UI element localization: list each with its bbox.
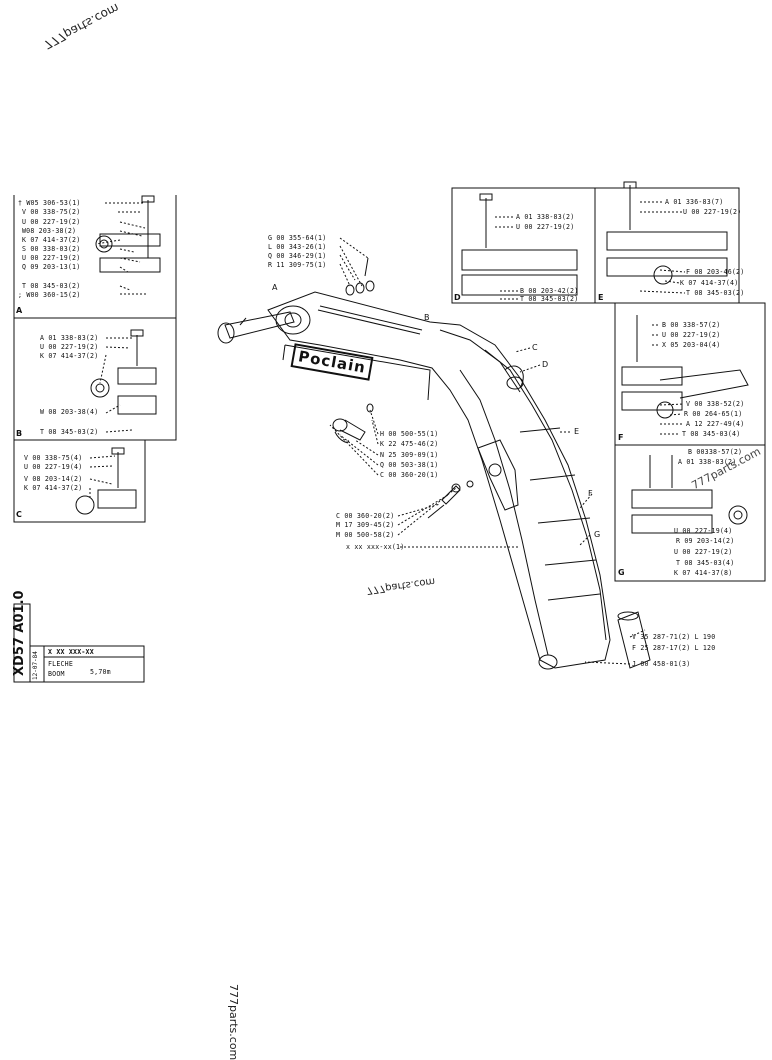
- part-label: U 00 227-19(2): [683, 208, 742, 216]
- boom-drawing: [13, 181, 766, 683]
- part-label: C 00 360-20(2): [336, 512, 395, 520]
- part-label: T 08 345-03(2): [22, 282, 81, 290]
- panel-letter-f: F: [618, 433, 624, 442]
- part-label: Q 09 203-13(1): [22, 263, 81, 271]
- part-label: ; W00 360-15(2): [18, 291, 81, 299]
- boom-callout-e: E: [574, 427, 580, 436]
- part-label: H 00 500-55(1): [380, 430, 439, 438]
- part-label: M 00 500-58(2): [336, 531, 395, 539]
- part-label: V 08 203-14(2): [24, 475, 83, 483]
- part-label: U 00 227-19(2): [674, 548, 733, 556]
- boom-callout-g: G: [594, 530, 601, 539]
- boom-callout-d: D: [542, 360, 549, 369]
- part-label: K 07 414-37(2): [24, 484, 83, 492]
- part-label: K 07 414-37(8): [674, 569, 733, 577]
- part-label: † W05 306-53(1): [18, 199, 81, 207]
- part-label: A 12 227-49(4): [686, 420, 745, 428]
- part-label: M 17 309-45(2): [336, 521, 395, 529]
- panel-letter-a: A: [16, 306, 23, 315]
- part-label: V 00 338-75(2): [22, 208, 81, 216]
- part-label: C 00 360-20(1): [380, 471, 439, 479]
- part-label: N 25 309-09(1): [380, 451, 439, 459]
- part-label: K 22 475-46(2): [380, 440, 439, 448]
- part-label: W 08 203-38(4): [40, 408, 99, 416]
- part-label: R 09 203-14(2): [676, 537, 735, 545]
- panel-letter-d: D: [454, 293, 461, 302]
- drawing-date: 12-07-84: [32, 651, 39, 680]
- part-label: U 00 227-19(4): [674, 527, 733, 535]
- part-label: Q 00 346-29(1): [268, 252, 327, 260]
- part-label: T 08 345-03(2): [686, 289, 745, 297]
- part-label: U 00 227-19(2): [22, 218, 81, 226]
- part-label: V 00 338-75(4): [24, 454, 83, 462]
- part-label: A 01 338-83(2): [40, 334, 99, 342]
- part-label: x xx xxx-xx(1): [346, 543, 405, 551]
- part-label: U 00 227-19(4): [24, 463, 83, 471]
- part-label: K 07 414-37(2): [40, 352, 99, 360]
- part-label: T 08 345-03(4): [682, 430, 741, 438]
- part-label: A 01 338-83(2): [678, 458, 737, 466]
- part-label: F 08 203-46(2): [686, 268, 745, 276]
- drawing-ref: X XX XXX-XX: [48, 648, 94, 656]
- part-label: T 08 345-03(4): [676, 559, 735, 567]
- part-label: T 08 345-03(2): [40, 428, 99, 436]
- part-label: K 07 414-37(4): [680, 279, 739, 287]
- panel-letter-g: G: [618, 568, 625, 577]
- part-label: T 08 345-03(2): [520, 295, 579, 303]
- panel-letter-e: E: [598, 293, 604, 302]
- boom-callout-c: C: [532, 343, 538, 352]
- part-label: U 00 227-19(2): [662, 331, 721, 339]
- part-label: V 00 338-52(2): [686, 400, 745, 408]
- boom-callout-f: F: [588, 489, 593, 498]
- part-label: F 25 287-17(2) L 120: [632, 644, 716, 652]
- part-label: U 00 227-19(2): [40, 343, 99, 351]
- drawing-code: XD57 A01.0: [12, 590, 27, 676]
- drawing-title-en: BOOM: [48, 670, 65, 678]
- part-label: Q 00 503-38(1): [380, 461, 439, 469]
- drawing-title-fr: FLECHE: [48, 660, 74, 668]
- part-label: J 00 458-01(3): [632, 660, 691, 668]
- part-label: S 00 338-03(2): [22, 245, 81, 253]
- part-label: G 00 355-64(1): [268, 234, 327, 242]
- part-label: A 01 338-83(2): [516, 213, 575, 221]
- panel-letter-b: B: [16, 429, 23, 438]
- panel-letter-c: C: [16, 510, 22, 519]
- part-label: X 05 203-04(4): [662, 341, 721, 349]
- part-label: R 00 264-65(1): [684, 410, 743, 418]
- part-label: R 11 309-75(1): [268, 261, 327, 269]
- part-label: B 00 338-57(2): [662, 321, 721, 329]
- part-label: V 35 287-71(2) L 190: [632, 633, 716, 641]
- drawing-length: 5,70m: [90, 668, 111, 676]
- part-label: B 08 203-42(2): [520, 287, 579, 295]
- boom-callout-a: A: [272, 283, 278, 292]
- part-label: W08 203-38(2): [22, 227, 77, 235]
- part-label: U 00 227-19(2): [516, 223, 575, 231]
- part-label: A 01 336-83(7): [665, 198, 724, 206]
- part-label: U 00 227-19(2): [22, 254, 81, 262]
- part-label: K 07 414-37(2): [22, 236, 81, 244]
- boom-callout-b: B: [424, 313, 430, 322]
- part-label: B 00338-57(2): [688, 448, 743, 456]
- part-label: L 00 343-26(1): [268, 243, 327, 251]
